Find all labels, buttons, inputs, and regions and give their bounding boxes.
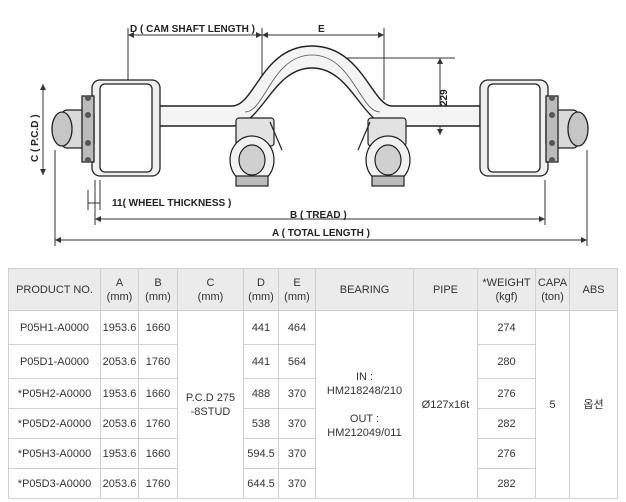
- cell-product: P05H1-A0000: [8, 310, 101, 345]
- cell-weight: 282: [477, 468, 536, 499]
- cell-weight: 280: [477, 344, 536, 379]
- cell-d: 441: [243, 310, 279, 345]
- header-capa: CAPA(ton): [535, 268, 570, 311]
- header-e: E(mm): [278, 268, 316, 311]
- cell-product: P05D1-A0000: [8, 344, 101, 379]
- header-row: PRODUCT NO. A(mm) B(mm) C(mm) D(mm) E(mm…: [8, 268, 618, 311]
- cell-b: 1760: [138, 408, 178, 439]
- header-product: PRODUCT NO.: [8, 268, 101, 311]
- cell-a: 2053.6: [100, 468, 139, 499]
- header-a: A(mm): [100, 268, 139, 311]
- cell-capa-shared: 5: [535, 310, 570, 499]
- cell-d: 488: [243, 378, 279, 409]
- cell-a: 2053.6: [100, 344, 139, 379]
- cell-weight: 274: [477, 310, 536, 345]
- header-weight: *WEIGHT(kgf): [477, 268, 536, 311]
- cam-shaft-label: D ( CAM SHAFT LENGTH ): [130, 24, 255, 35]
- cell-b: 1760: [138, 344, 178, 379]
- cell-c-shared: P.C.D 275-8STUD: [177, 310, 244, 499]
- header-pipe: PIPE: [413, 268, 478, 311]
- cell-b: 1660: [138, 310, 178, 345]
- header-b: B(mm): [138, 268, 178, 311]
- cell-b: 1760: [138, 468, 178, 499]
- cell-e: 370: [278, 468, 316, 499]
- cell-product: *P05H2-A0000: [8, 378, 101, 409]
- cell-b: 1660: [138, 378, 178, 409]
- cell-a: 1953.6: [100, 310, 139, 345]
- cell-weight: 282: [477, 408, 536, 439]
- cell-product: *P05D2-A0000: [8, 408, 101, 439]
- table-row: *P05D2-A0000 2053.6 1760 538 370 282: [8, 408, 618, 439]
- table-row: *P05H3-A0000 1953.6 1660 594.5 370 276: [8, 438, 618, 469]
- header-bearing: BEARING: [315, 268, 414, 311]
- cell-product: *P05H3-A0000: [8, 438, 101, 469]
- header-d: D(mm): [243, 268, 279, 311]
- wheel-thickness-label: 11( WHEEL THICKNESS ): [112, 198, 231, 209]
- cell-d: 441: [243, 344, 279, 379]
- cell-bearing-shared: IN : HM218248/210 OUT : HM212049/011: [315, 310, 414, 499]
- cell-a: 1953.6: [100, 378, 139, 409]
- cell-d: 594.5: [243, 438, 279, 469]
- tread-label: B ( TREAD ): [290, 210, 347, 221]
- cell-abs-shared: 옵션: [569, 310, 618, 499]
- table-row: P05D1-A0000 2053.6 1760 441 564 280: [8, 344, 618, 379]
- total-length-label: A ( TOTAL LENGTH ): [272, 228, 370, 239]
- cell-weight: 276: [477, 378, 536, 409]
- cell-e: 564: [278, 344, 316, 379]
- cell-e: 370: [278, 408, 316, 439]
- pcd-label: C ( P.C.D ): [30, 114, 41, 162]
- header-abs: ABS: [569, 268, 618, 311]
- cell-weight: 276: [477, 438, 536, 469]
- cell-e: 464: [278, 310, 316, 345]
- cell-product: *P05D3-A0000: [8, 468, 101, 499]
- spec-table: PRODUCT NO. A(mm) B(mm) C(mm) D(mm) E(mm…: [8, 268, 618, 499]
- dim-229-label: 229: [439, 89, 450, 106]
- e-label: E: [318, 24, 325, 35]
- cell-d: 538: [243, 408, 279, 439]
- cell-d: 644.5: [243, 468, 279, 499]
- cell-e: 370: [278, 378, 316, 409]
- table-row: *P05H2-A0000 1953.6 1660 488 370 276: [8, 378, 618, 409]
- cell-pipe-shared: Ø127x16t: [413, 310, 478, 499]
- axle-drawing: D ( CAM SHAFT LENGTH ) E 229 C ( P.C.D )…: [30, 24, 589, 246]
- header-c: C(mm): [177, 268, 244, 311]
- cell-a: 2053.6: [100, 408, 139, 439]
- table-row: P05H1-A0000 1953.6 1660 P.C.D 275-8STUD …: [8, 310, 618, 499]
- cell-e: 370: [278, 438, 316, 469]
- cell-b: 1660: [138, 438, 178, 469]
- cell-a: 1953.6: [100, 438, 139, 469]
- table-row: *P05D3-A0000 2053.6 1760 644.5 370 282: [8, 468, 618, 499]
